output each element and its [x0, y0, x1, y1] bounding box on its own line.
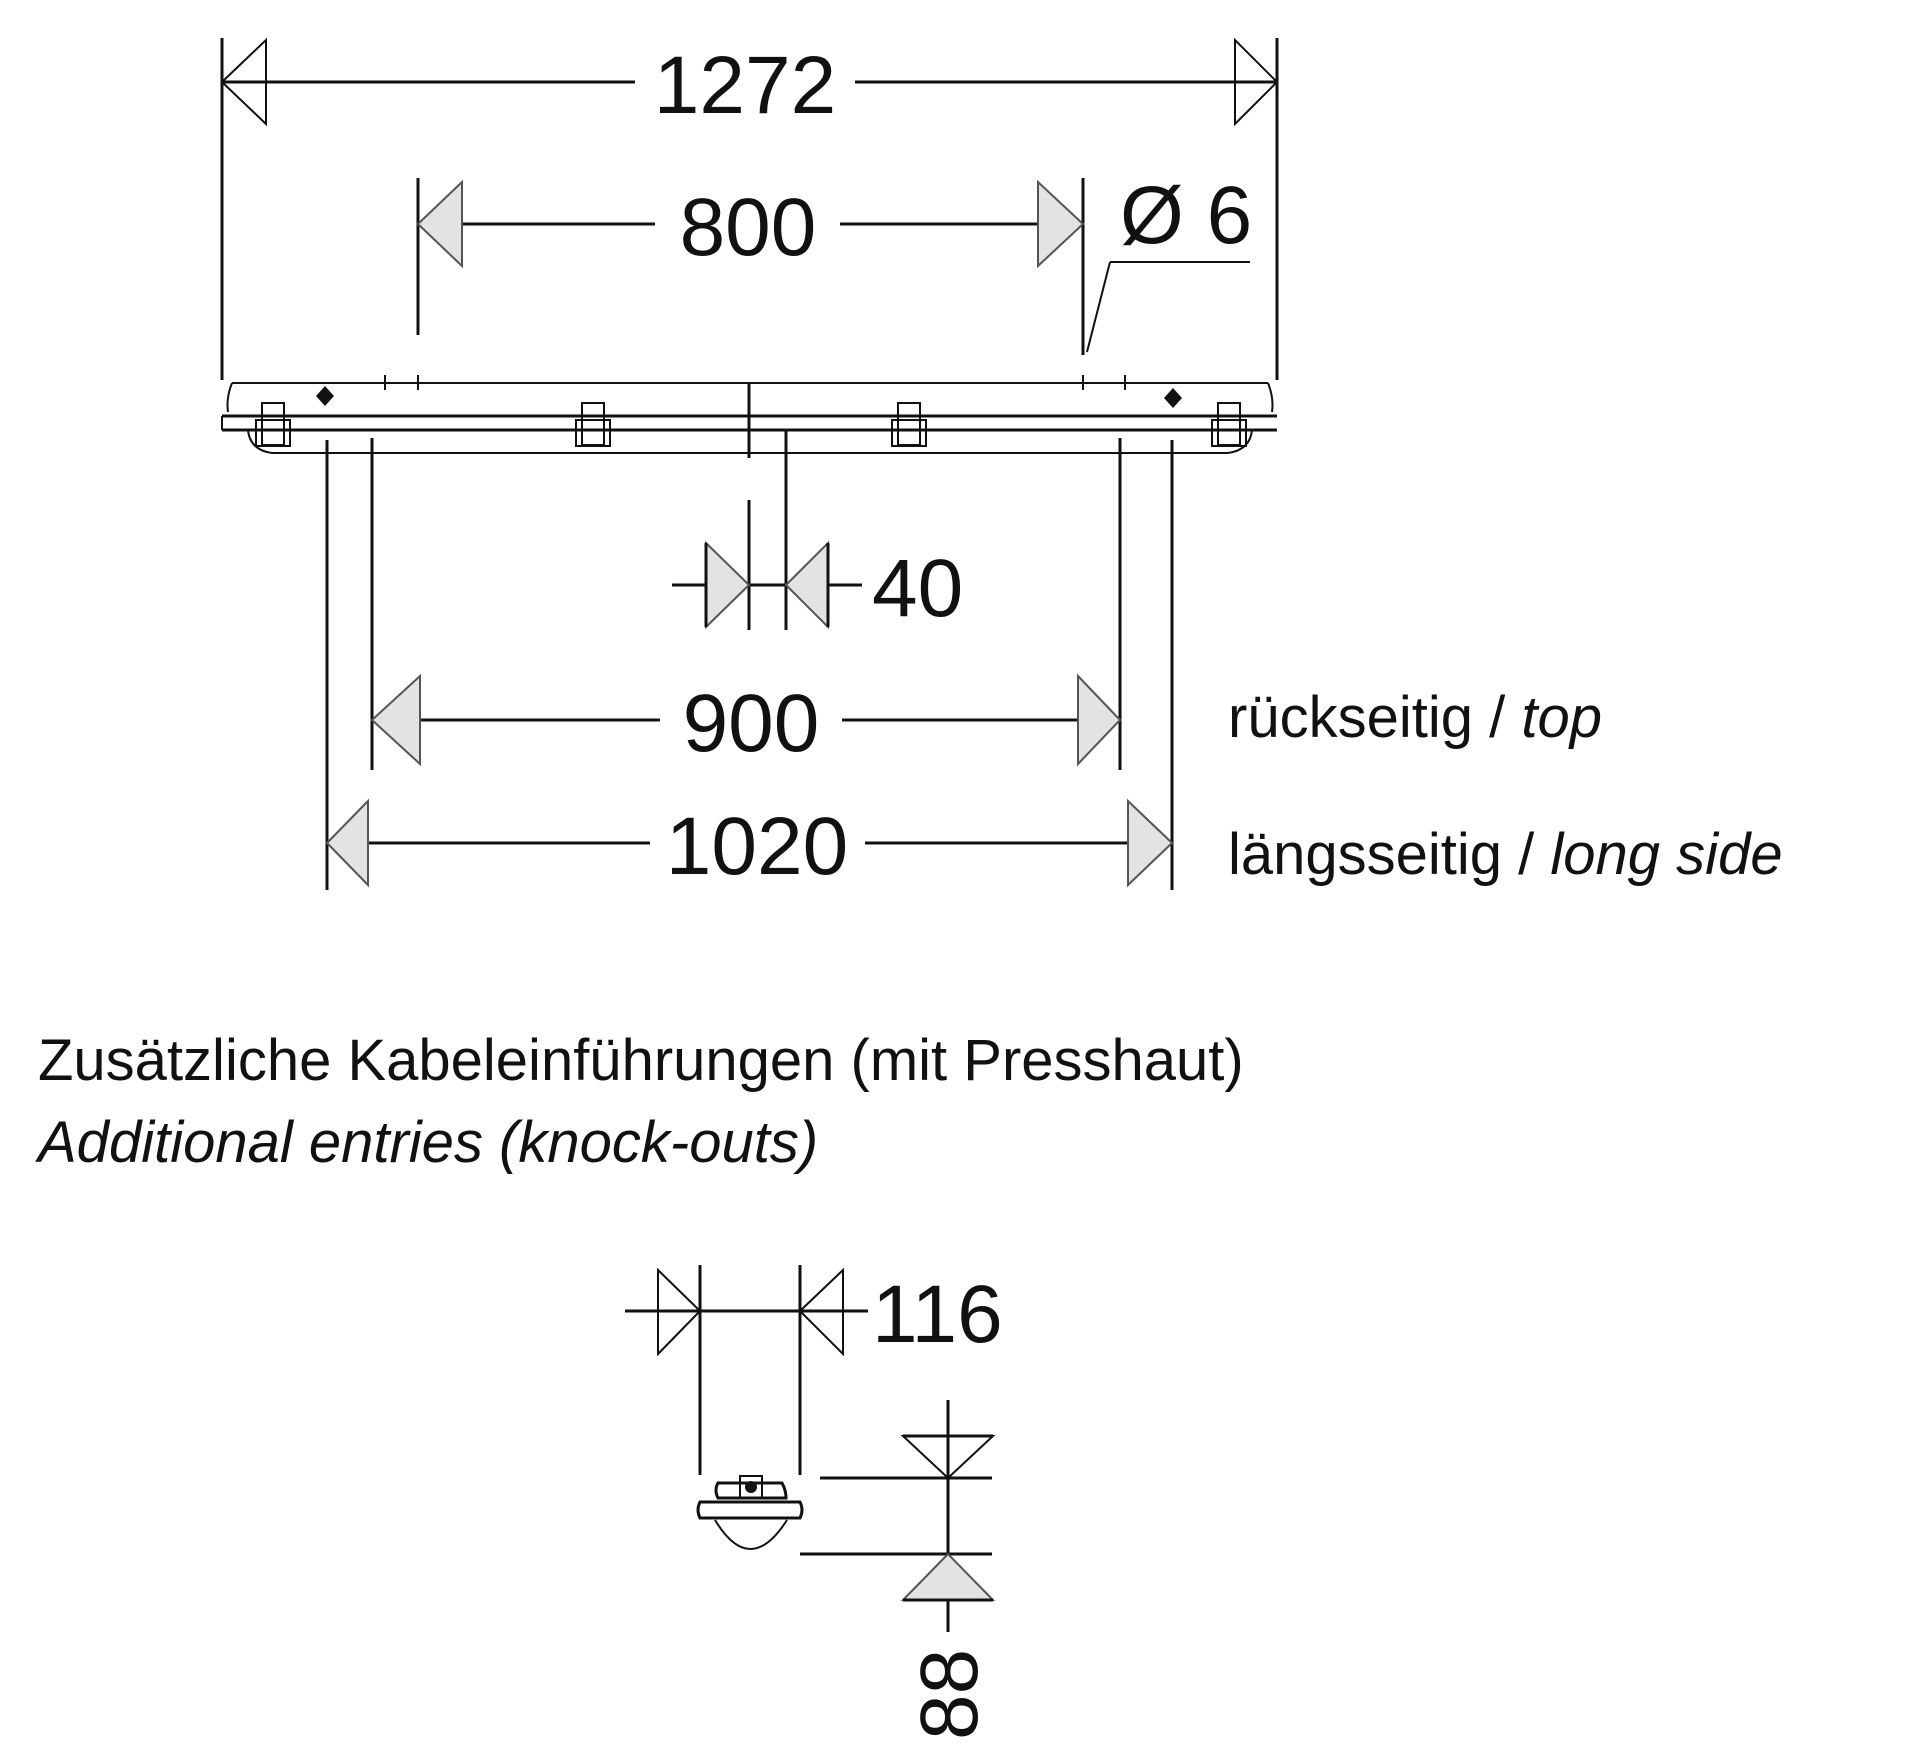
long-side-entry-distance-label: 1020: [666, 801, 848, 892]
dimension-1020: 1020: [325, 440, 1174, 892]
section-title-de: Zusätzliche Kabeleinführungen (mit Press…: [38, 1028, 1244, 1093]
dimension-800: 800: [416, 178, 1085, 355]
mount-distance-label: 800: [680, 182, 817, 273]
dimension-88: 88: [800, 1400, 996, 1740]
dimension-900: 900: [370, 438, 1122, 770]
hole-diameter-callout: Ø 6: [1086, 170, 1252, 353]
back-entry-distance-label: 900: [683, 678, 820, 769]
dimension-116: 116: [625, 1265, 1003, 1475]
luminaire-cross-section: [696, 1475, 804, 1550]
center-offset-label: 40: [872, 543, 963, 634]
luminaire-side-view: [221, 375, 1277, 458]
long-side-entry-label: längsseitig / long side: [1228, 822, 1783, 887]
overall-length-label: 1272: [654, 40, 836, 131]
dimension-40: 40: [672, 430, 963, 634]
hole-diameter-label: Ø 6: [1120, 170, 1252, 261]
section-title-en: Additional entries (knock-outs): [35, 1110, 818, 1175]
back-entry-label: rückseitig / top: [1228, 685, 1602, 750]
knockout-height-label: 88: [904, 1649, 995, 1740]
dimension-1272: 1272: [220, 37, 1279, 380]
knockout-width-label: 116: [872, 1269, 1003, 1360]
